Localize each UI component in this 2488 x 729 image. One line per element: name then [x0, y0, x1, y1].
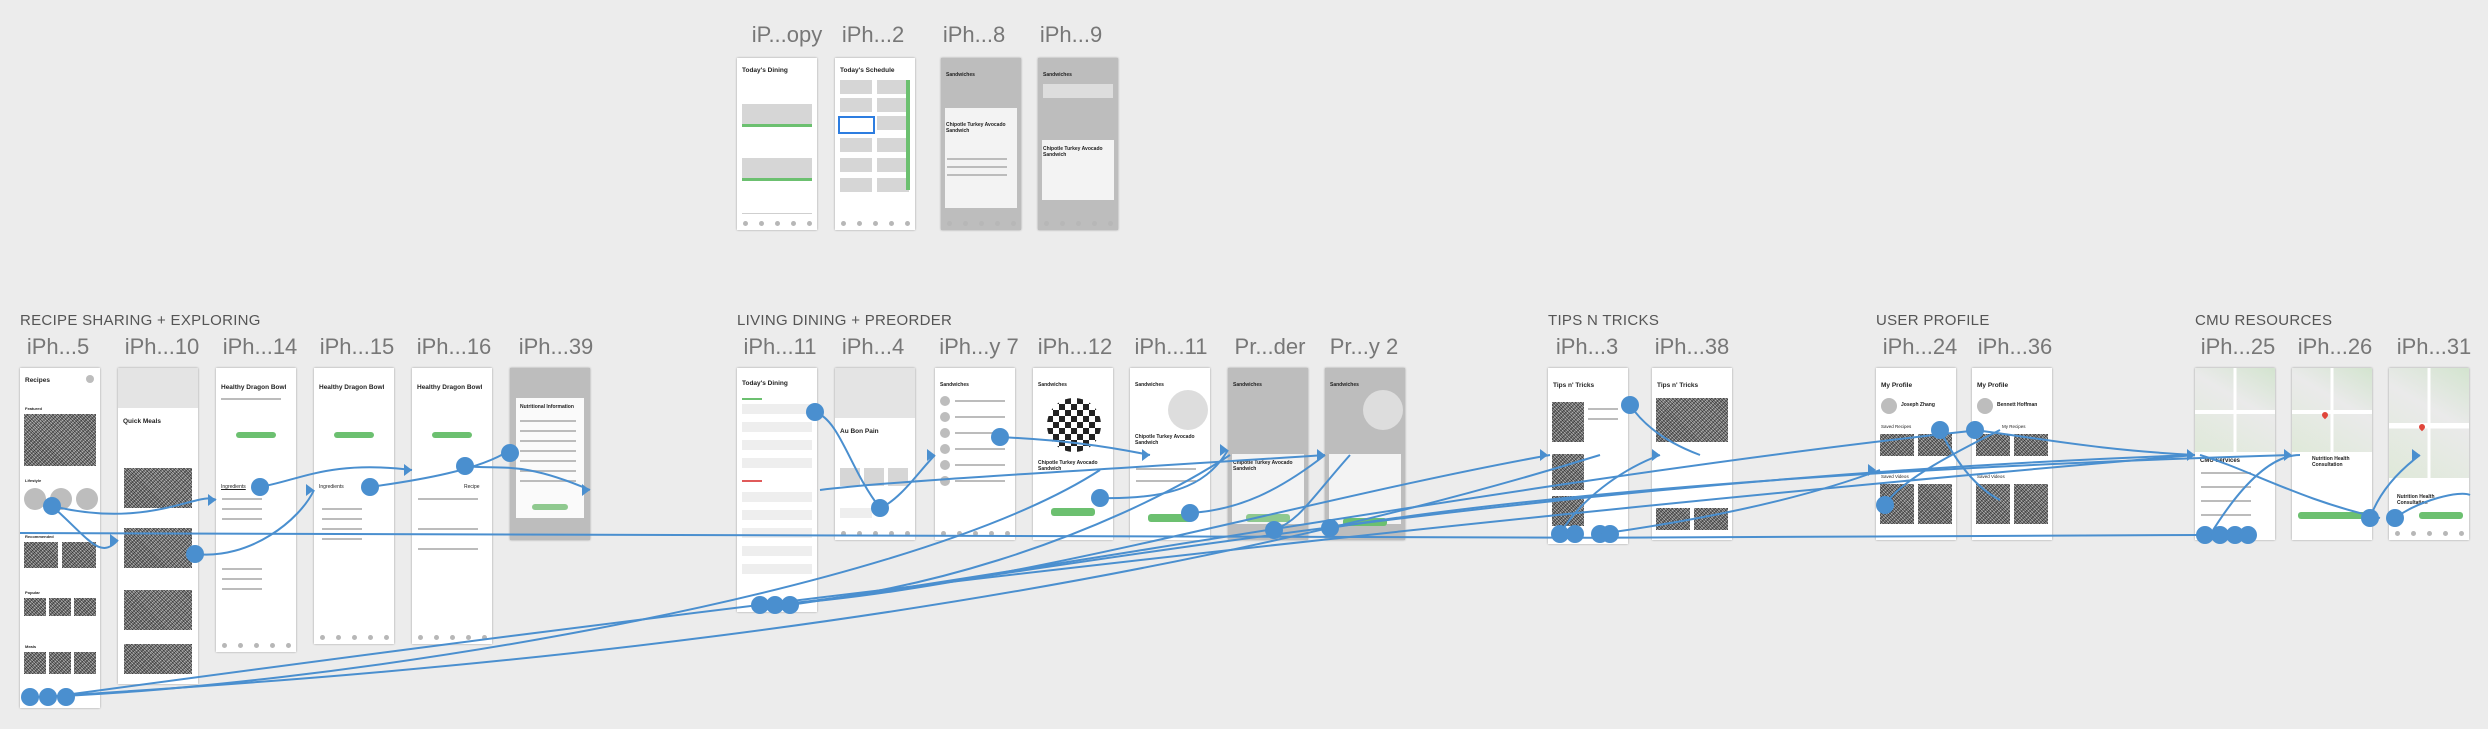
frame-label[interactable]: iPh...25 — [2200, 334, 2276, 359]
frame-label[interactable]: iPh...31 — [2396, 334, 2472, 359]
frame-tips-1[interactable]: Tips n' Tricks — [1548, 368, 1628, 544]
frame-label[interactable]: iPh...11 — [743, 334, 817, 359]
section-living-dining: LIVING DINING + PREORDER — [737, 312, 953, 329]
frame-label[interactable]: iPh...26 — [2297, 334, 2373, 359]
frame-healthy-dragon-bowl-3[interactable]: Healthy Dragon Bowl Recipe — [412, 368, 492, 644]
frame-label[interactable]: iPh...15 — [319, 334, 395, 359]
frame-cmu-consultation[interactable]: Nutrition Health Consultation — [2292, 368, 2372, 540]
frame-label[interactable]: iPh...3 — [1555, 334, 1619, 359]
frame-preorder[interactable]: Sandwiches Chipotle Turkey Avocado Sandw… — [1228, 368, 1308, 540]
frame-label[interactable]: iPh...4 — [841, 334, 905, 359]
selected-slot[interactable] — [838, 116, 875, 134]
frame-label[interactable]: iPh...39 — [518, 334, 594, 359]
tab-bar[interactable] — [737, 216, 817, 230]
frame-healthy-dragon-bowl-1[interactable]: Healthy Dragon Bowl Ingredients — [216, 368, 296, 652]
frame-todays-schedule[interactable]: Today's Schedule — [835, 58, 915, 230]
avatar — [1977, 398, 1993, 414]
frame-label[interactable]: Pr...y 2 — [1329, 334, 1399, 359]
map[interactable] — [2389, 368, 2469, 478]
frame-sandwiches-list[interactable]: Sandwiches — [935, 368, 1015, 540]
frame-sandwich-detail-checker[interactable]: Sandwiches Chipotle Turkey Avocado Sandw… — [1033, 368, 1113, 540]
frame-label[interactable]: iPh...36 — [1977, 334, 2053, 359]
screen-title: Today's Dining — [742, 67, 788, 74]
section-cmu-resources: CMU RESOURCES — [2195, 312, 2333, 329]
section-recipe-sharing: RECIPE SHARING + EXPLORING — [20, 312, 261, 329]
avatar — [1881, 398, 1897, 414]
map[interactable] — [2195, 368, 2275, 452]
map[interactable] — [2292, 368, 2372, 452]
frame-label[interactable]: iPh...5 — [26, 334, 90, 359]
section-user-profile: USER PROFILE — [1876, 312, 1990, 329]
frame-tips-2[interactable]: Tips n' Tricks — [1652, 368, 1732, 540]
frame-cmu-consultation-2[interactable]: Nutrition Health Consultation — [2389, 368, 2469, 540]
frame-quick-meals[interactable]: Quick Meals Quick Meals — [118, 368, 198, 684]
section-tips: TIPS N TRICKS — [1548, 312, 1660, 329]
frame-label[interactable]: iPh...2 — [841, 22, 905, 47]
frame-label[interactable]: Pr...der — [1234, 334, 1306, 359]
frame-au-bon-pain[interactable]: Au Bon Pain — [835, 368, 915, 540]
frame-todays-dining[interactable]: Today's Dining — [737, 368, 817, 612]
frame-label[interactable]: iPh...38 — [1654, 334, 1730, 359]
frame-label[interactable]: iPh...11 — [1134, 334, 1208, 359]
frame-my-profile-joseph[interactable]: My Profile Joseph Zhang Saved Recipes Sa… — [1876, 368, 1956, 540]
frame-label[interactable]: iPh...14 — [222, 334, 298, 359]
frame-preorder-2[interactable]: Sandwiches — [1325, 368, 1405, 540]
frame-label[interactable]: iPh...10 — [124, 334, 200, 359]
frame-recipes[interactable]: Recipes Featured Lifestyle Recommended P… — [20, 368, 100, 708]
frame-cmu-services[interactable]: CMU Services — [2195, 368, 2275, 540]
frame-label[interactable]: iPh...y 7 — [939, 334, 1019, 359]
frame-label[interactable]: iP...opy — [751, 22, 823, 47]
frame-label[interactable]: iPh...8 — [942, 22, 1006, 47]
frame-sandwiches-dim[interactable]: Sandwiches Chipotle Turkey Avocado Sandw… — [941, 58, 1021, 230]
frame-todays-dining-copy[interactable]: Today's Dining — [737, 58, 817, 230]
screen-title: Today's Schedule — [840, 67, 895, 74]
frame-sandwich-detail[interactable]: Sandwiches Chipotle Turkey Avocado Sandw… — [1130, 368, 1210, 540]
frame-label[interactable]: iPh...9 — [1039, 22, 1103, 47]
frame-nutritional-info[interactable]: Nutritional Information — [510, 368, 590, 540]
frame-sandwiches-dim-2[interactable]: Sandwiches Chipotle Turkey Avocado Sandw… — [1038, 58, 1118, 230]
frame-label[interactable]: iPh...12 — [1037, 334, 1113, 359]
frame-healthy-dragon-bowl-2[interactable]: Healthy Dragon Bowl Ingredients — [314, 368, 394, 644]
frame-label[interactable]: iPh...24 — [1882, 334, 1958, 359]
frame-my-profile-bennett[interactable]: My Profile Bennett Hoffman My Recipes Sa… — [1972, 368, 2052, 540]
frame-label[interactable]: iPh...16 — [416, 334, 492, 359]
